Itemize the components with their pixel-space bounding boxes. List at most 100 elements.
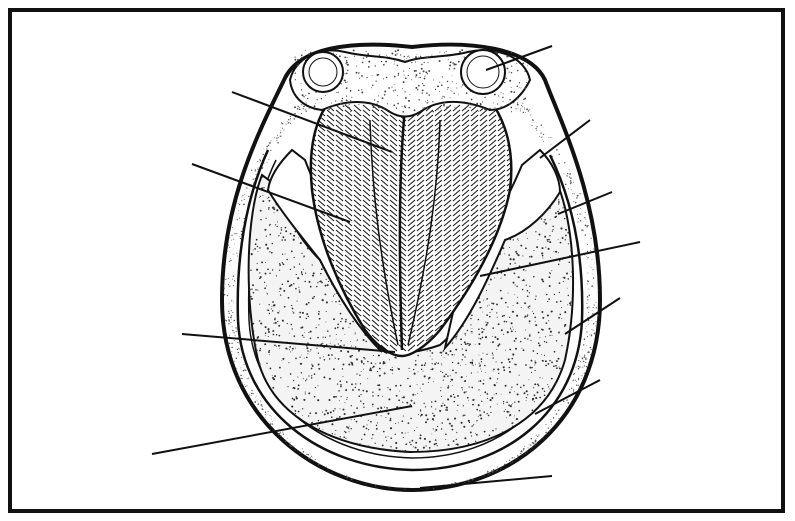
stipple-dot [489, 377, 491, 379]
stipple-dot [584, 356, 586, 358]
stipple-dot [514, 364, 515, 365]
stipple-dot [419, 437, 421, 439]
stipple-dot [252, 449, 253, 450]
stipple-dot [396, 395, 398, 397]
stipple-dot [465, 335, 466, 336]
stipple-dot [401, 420, 403, 422]
stipple-dot [570, 305, 571, 306]
stipple-dot [308, 454, 309, 455]
stipple-dot [312, 264, 313, 265]
stipple-dot [386, 353, 387, 354]
stipple-dot [359, 375, 360, 376]
stipple-dot [521, 307, 522, 308]
stipple-dot [265, 218, 266, 219]
stipple-dot [269, 367, 271, 369]
stipple-dot [392, 367, 393, 368]
stipple-dot [558, 332, 560, 334]
stipple-dot [536, 438, 537, 439]
stipple-dot [405, 443, 407, 445]
stipple-dot [568, 403, 569, 404]
stipple-dot [257, 168, 258, 169]
stipple-dot [277, 321, 278, 322]
stipple-dot [544, 394, 546, 396]
stipple-dot [295, 410, 297, 412]
stipple-dot [545, 424, 546, 425]
stipple-dot [591, 267, 592, 268]
stipple-dot [541, 247, 543, 249]
stipple-dot [398, 368, 400, 370]
stipple-dot [246, 385, 247, 386]
stipple-dot [339, 436, 340, 437]
stipple-dot [389, 487, 390, 488]
stipple-dot [274, 318, 275, 319]
stipple-dot [556, 367, 558, 369]
stipple-dot [492, 336, 493, 337]
stipple-dot [521, 451, 523, 453]
stipple-dot [384, 491, 385, 492]
stipple-dot [428, 378, 429, 379]
stipple-dot [422, 383, 424, 385]
stipple-dot [465, 101, 466, 102]
stipple-dot [428, 70, 430, 72]
stipple-dot [492, 303, 494, 305]
stipple-dot [457, 405, 458, 406]
stipple-dot [464, 341, 466, 343]
stipple-dot [535, 362, 537, 364]
stipple-dot [265, 262, 266, 263]
stipple-dot [541, 137, 542, 138]
stipple-dot [531, 367, 532, 368]
stipple-dot [408, 75, 409, 76]
stipple-dot [290, 118, 291, 119]
stipple-dot [526, 233, 527, 234]
stipple-dot [509, 317, 510, 318]
stipple-dot [402, 88, 403, 89]
stipple-dot [399, 391, 400, 392]
stipple-dot [245, 369, 246, 370]
stipple-dot [578, 385, 579, 386]
stipple-dot [261, 413, 262, 414]
stipple-dot [265, 417, 266, 418]
stipple-dot [283, 433, 284, 434]
stipple-dot [268, 145, 270, 147]
stipple-dot [328, 354, 330, 356]
stipple-dot [550, 331, 552, 333]
stipple-dot [248, 196, 249, 197]
stipple-dot [474, 399, 475, 400]
stipple-dot [290, 269, 291, 270]
stipple-dot [492, 354, 493, 355]
stipple-dot [516, 384, 518, 386]
stipple-dot [232, 330, 234, 332]
stipple-dot [330, 411, 332, 413]
stipple-dot [303, 269, 304, 270]
stipple-dot [478, 381, 479, 382]
stipple-dot [243, 453, 244, 454]
stipple-dot [403, 437, 404, 438]
stipple-dot [523, 448, 525, 450]
stipple-dot [489, 435, 491, 437]
stipple-dot [457, 410, 458, 411]
stipple-dot [352, 485, 353, 486]
stipple-dot [422, 92, 423, 93]
stipple-dot [278, 325, 280, 327]
stipple-dot [272, 330, 274, 332]
stipple-dot [558, 201, 560, 203]
stipple-dot [508, 268, 509, 269]
stipple-dot [440, 390, 441, 391]
stipple-dot [456, 439, 457, 440]
stipple-dot [432, 101, 433, 102]
stipple-dot [260, 210, 262, 212]
stipple-dot [415, 442, 417, 444]
stipple-dot [345, 438, 346, 439]
stipple-dot [352, 321, 354, 323]
stipple-dot [592, 329, 593, 330]
stipple-dot [519, 82, 520, 83]
stipple-dot [551, 310, 553, 312]
stipple-dot [535, 295, 536, 296]
stipple-dot [247, 445, 248, 446]
stipple-dot [344, 73, 345, 74]
stipple-dot [452, 342, 453, 343]
stipple-dot [294, 257, 295, 258]
stipple-dot [303, 378, 304, 379]
stipple-dot [505, 409, 506, 410]
stipple-dot [590, 238, 591, 239]
